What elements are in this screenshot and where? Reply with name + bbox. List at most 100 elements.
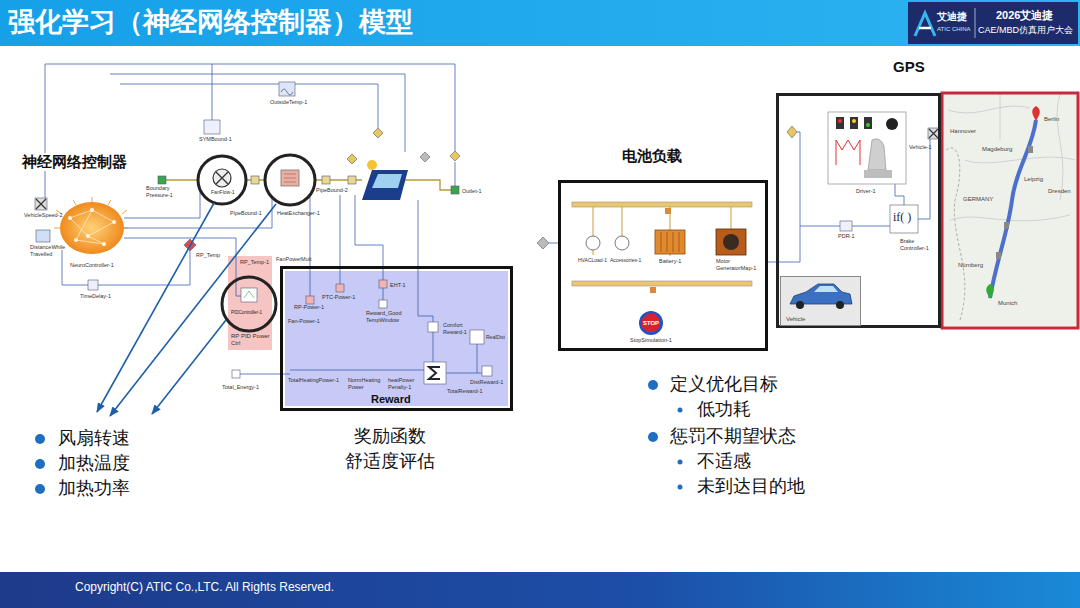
signal-wire <box>455 162 456 186</box>
event-title: 2026艾迪捷 <box>996 9 1053 22</box>
model-block <box>204 120 220 134</box>
map <box>986 284 994 299</box>
signal-wire <box>240 370 424 374</box>
battery-circuit <box>615 236 629 250</box>
stop-block: STOP <box>640 312 664 334</box>
model-block <box>428 322 438 332</box>
battery-circuit <box>655 230 685 254</box>
neural-net-icon <box>54 197 128 228</box>
model-block <box>787 126 797 138</box>
pid-control-region: PIDController-1RP PID Power Ctrl <box>228 256 273 350</box>
logo-name: 艾迪捷 <box>937 11 967 23</box>
model-block <box>928 128 939 139</box>
model-block <box>470 330 484 344</box>
model-block <box>36 230 50 242</box>
leader-arrow <box>97 203 214 412</box>
battery-circuit <box>723 234 739 250</box>
bullet-item: 低功耗 <box>697 399 751 421</box>
signal-wire <box>110 74 405 152</box>
bullet-item: 未到达目的地 <box>697 476 805 498</box>
note-text: 奖励函数 <box>354 426 426 448</box>
vehicle-panel <box>814 286 838 292</box>
neural-net-icon <box>70 210 114 244</box>
neural-net-icon <box>68 216 72 220</box>
battery-circuit <box>572 202 752 207</box>
fan-icon <box>216 172 228 184</box>
note-text: 舒适度评估 <box>345 451 435 473</box>
block-name: RP-Power-1 <box>294 304 324 311</box>
block-name: SYMBound-1 <box>199 136 232 143</box>
signal-wire <box>45 64 455 151</box>
bullet-dot <box>35 434 45 444</box>
block-name: Driver-1 <box>856 188 876 195</box>
map <box>943 94 1077 326</box>
block-name: Battery-1 <box>659 258 681 265</box>
box-heading: 电池负载 <box>622 147 682 165</box>
stop-text: STOP <box>640 320 662 327</box>
block-name: StopSimulation-1 <box>630 337 672 344</box>
block-name: Total_Energy-1 <box>222 384 259 391</box>
neural-net-icon <box>74 238 78 242</box>
pid-region-fill <box>228 256 272 350</box>
footer-copyright: Copyright(C) ATIC Co.,LTC. All Rights Re… <box>75 580 334 594</box>
highlight-circle <box>265 155 315 205</box>
neural-net-icon <box>70 210 114 244</box>
map <box>942 93 1078 328</box>
neural-net-icon <box>68 208 116 246</box>
map <box>1028 146 1033 153</box>
signal-wire <box>124 196 272 228</box>
block-name: RP_Temp <box>196 252 220 259</box>
battery-circuit <box>650 287 656 293</box>
logo-panel <box>975 8 976 38</box>
model-block <box>241 288 257 302</box>
cabin-icon <box>362 170 408 200</box>
driver-icon <box>850 117 858 129</box>
model-block <box>158 176 166 184</box>
model-block <box>429 367 440 379</box>
model-block <box>336 284 344 292</box>
driver-icon <box>886 118 898 130</box>
block-name: PipeBound-1 <box>230 210 262 217</box>
model-block <box>281 89 293 95</box>
bullet-dot <box>648 432 658 442</box>
model-block <box>537 237 549 249</box>
battery-circuit <box>665 208 671 214</box>
pid-region-fill <box>228 256 272 350</box>
driver-icon <box>864 170 892 178</box>
block-name: if( ) <box>893 210 911 224</box>
leader-arrow <box>152 320 226 414</box>
logo-panel <box>908 2 1078 44</box>
model-block <box>88 280 98 290</box>
bullet-item: 惩罚不期望状态 <box>670 426 796 448</box>
map-place-label: Magdeburg <box>982 146 1012 153</box>
logo-subtitle: ATIC CHINA <box>937 26 971 33</box>
driver-icon <box>852 119 856 123</box>
gps-driver-box: GPSVehicle <box>776 93 941 328</box>
model-block <box>482 366 492 376</box>
model-block <box>840 221 852 231</box>
driver-icon <box>866 123 870 127</box>
block-name: Comfort Reward-1 <box>443 322 473 335</box>
logo-panel <box>908 2 1078 44</box>
map <box>1032 106 1040 121</box>
block-name: PTC-Power-1 <box>322 294 355 301</box>
reward-fill <box>285 271 508 406</box>
block-name: PDR-1 <box>838 233 855 240</box>
driver-icon <box>836 117 844 129</box>
section-label: 神经网络控制器 <box>20 153 129 171</box>
header-bar <box>0 0 1080 46</box>
driver-icon <box>828 112 906 184</box>
leader-arrow <box>97 203 276 416</box>
map <box>946 148 965 320</box>
signal-wire <box>120 84 378 128</box>
model-block <box>373 128 383 138</box>
leader-arrow <box>110 204 276 416</box>
model-block <box>420 152 430 162</box>
block-name: Accessories-1 <box>610 257 641 263</box>
signal-wire <box>852 226 890 227</box>
heat-exchanger-icon <box>281 170 299 186</box>
map-place-label: Hannover <box>950 128 976 135</box>
signal-wire <box>340 195 341 284</box>
block-name: Boundary Pressure-1 <box>146 185 178 198</box>
model-block <box>347 154 357 164</box>
